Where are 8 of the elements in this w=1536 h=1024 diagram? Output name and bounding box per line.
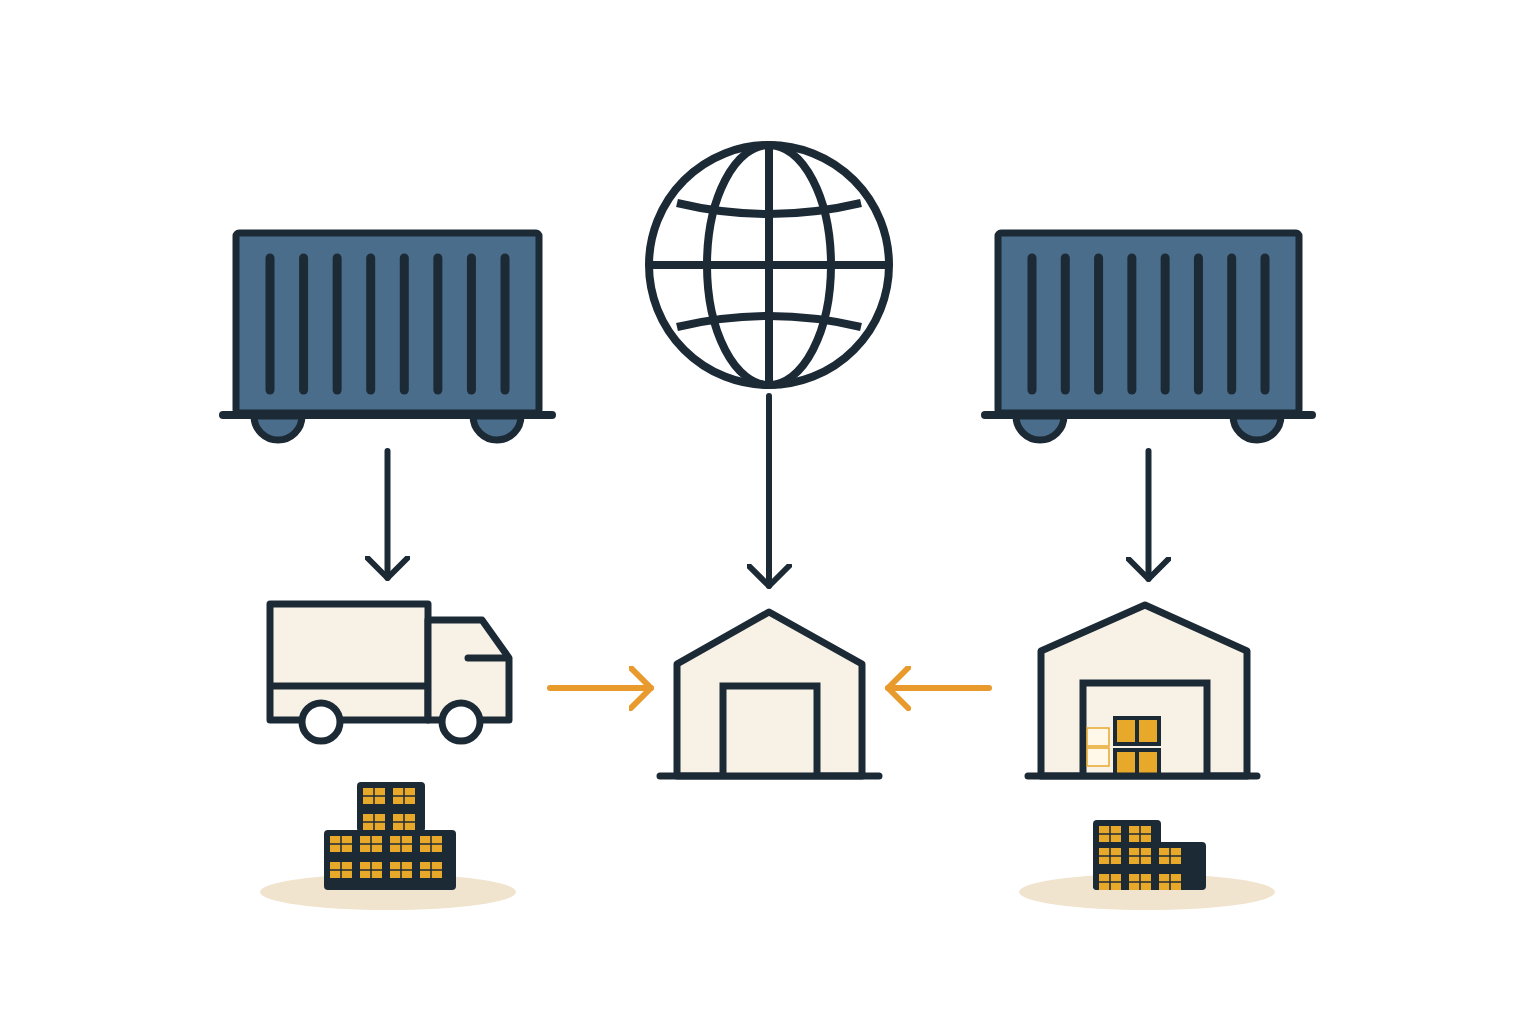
arrow xyxy=(745,393,793,589)
arrow xyxy=(364,448,411,581)
arrow xyxy=(1125,448,1172,582)
freight-container-drawing xyxy=(982,230,1315,445)
arrow xyxy=(885,664,992,712)
arrow xyxy=(547,664,654,712)
globe-icon xyxy=(645,140,893,390)
freight-container-drawing xyxy=(220,230,555,445)
